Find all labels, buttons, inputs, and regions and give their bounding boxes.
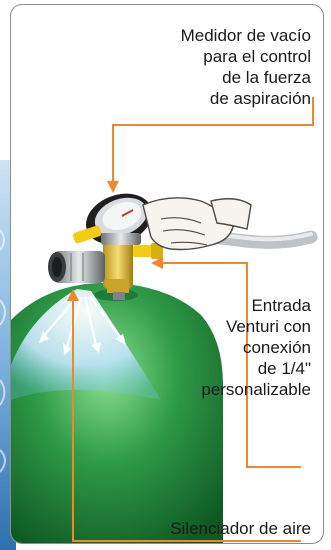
- vacuum-label-line-2: para el control: [203, 47, 311, 66]
- valve-body: [103, 237, 133, 300]
- callout-lines: [72, 97, 314, 542]
- venturi-label-line-3: conexión: [242, 338, 311, 357]
- tank-illustration: [11, 97, 318, 543]
- yellow-fitting-left: [72, 225, 102, 244]
- air-silencer: [48, 251, 105, 283]
- vacuum-gauge: [86, 193, 152, 245]
- vacuum-gauge-label: Medidor de vacío para el control de la f…: [181, 25, 311, 109]
- air-spray: [11, 289, 161, 400]
- venturi-label-line-2: Venturi con: [225, 317, 311, 336]
- hand: [142, 197, 252, 251]
- vacuum-label-line-4: de aspiración: [209, 89, 311, 108]
- callout-arrowheads: [67, 181, 163, 301]
- diagram-card: Medidor de vacío para el control de la f…: [10, 4, 324, 544]
- air-silencer-label: Silenciador de aire: [170, 519, 311, 538]
- venturi-fitting: [133, 243, 163, 259]
- venturi-label-line-1: Entrada: [251, 296, 311, 315]
- vacuum-label-line-3: de la fuerza: [222, 68, 311, 87]
- venturi-label-line-5: personalizable: [201, 380, 311, 399]
- venturi-inlet-label: Entrada Venturi con conexión de 1/4" per…: [201, 295, 311, 400]
- venturi-label-line-4: de 1/4": [257, 359, 311, 378]
- vacuum-label-line-1: Medidor de vacío: [180, 26, 311, 45]
